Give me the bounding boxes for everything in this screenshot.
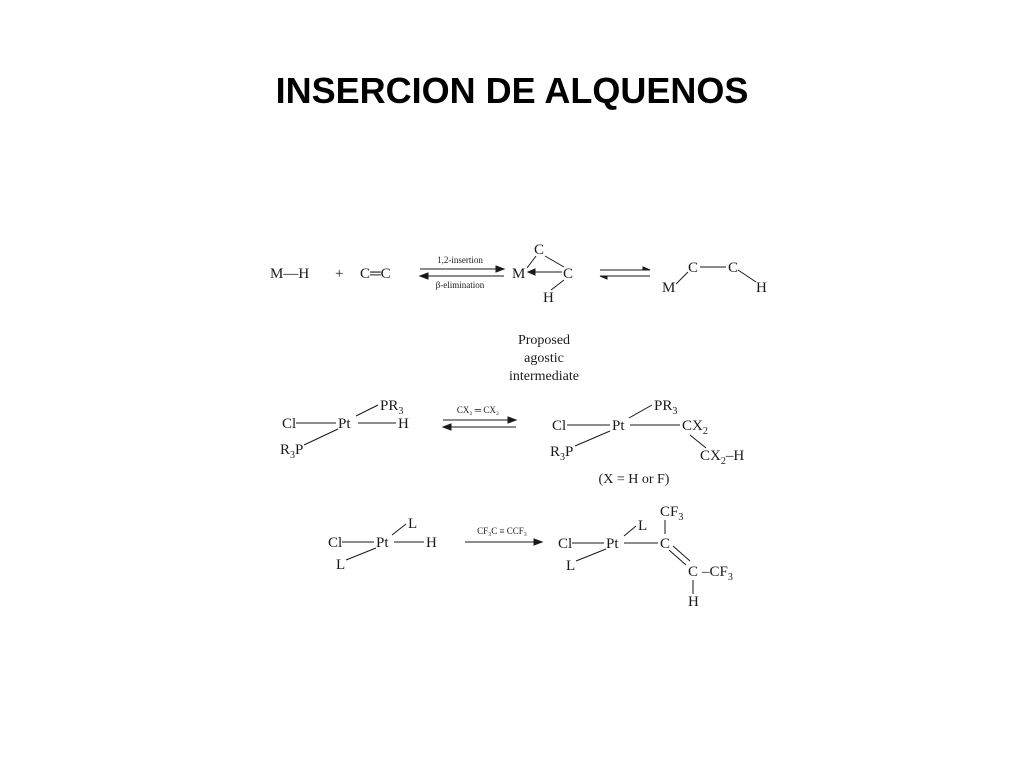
r2-cl: Cl	[282, 416, 296, 432]
r3-pt: Pt	[376, 535, 389, 551]
r3-reagent: CF₃C ≡ CCF₃	[477, 526, 527, 536]
r2-note: (X = H or F)	[599, 472, 670, 487]
r2-prod-pt: Pt	[612, 418, 625, 434]
r3-h: H	[426, 535, 437, 551]
r2-r3p: R3P	[280, 442, 303, 461]
r3-cl: Cl	[328, 535, 342, 551]
r3-prod-pt: Pt	[606, 536, 619, 552]
r1-prod-c2: C	[728, 260, 738, 276]
r3-product: CF3 L Cl Pt C L C –CF3 H	[558, 504, 733, 610]
r2-prod-r3p: R3P	[550, 444, 573, 463]
r3-prod-c2: C	[688, 564, 698, 580]
r2-prod-cx2h: CX2–H	[700, 448, 744, 467]
r3-prod-l-bottom: L	[566, 558, 575, 574]
r2-prod-cl: Cl	[552, 418, 566, 434]
r2-reactant: PR3 Cl Pt H R3P	[280, 398, 409, 461]
r3-l-top: L	[408, 516, 417, 532]
r3-l-bottom: L	[336, 557, 345, 573]
r1-alkyl-product: M C C H	[662, 260, 767, 296]
r1-int-h: H	[543, 290, 554, 306]
r1-caption-line-3: intermediate	[509, 369, 579, 384]
reaction-1: M—H + C═C 1,2-insertion β-elimination C …	[270, 242, 767, 384]
r1-reactant-mh: M—H	[270, 266, 309, 282]
reaction-scheme: M—H + C═C 1,2-insertion β-elimination C …	[260, 232, 780, 622]
r1-agostic-intermediate: C M C H	[512, 242, 573, 306]
r2-prod-pr3: PR3	[654, 398, 677, 417]
r2-h: H	[398, 416, 409, 432]
reaction-2: PR3 Cl Pt H R3P CX₂ ═ CX₂ PR3 Cl Pt CX	[280, 398, 744, 487]
slide-title: INSERCION DE ALQUENOS	[275, 70, 749, 111]
r3-reactant: L Cl Pt H L	[328, 516, 437, 573]
r1-plus: +	[335, 266, 343, 282]
r2-product: PR3 Cl Pt CX2 R3P CX2–H (X = H or F)	[550, 398, 744, 487]
r3-arrow	[465, 538, 544, 546]
r3-prod-cf3-right: –CF3	[701, 564, 733, 583]
r2-prod-cx2: CX2	[682, 418, 708, 437]
reaction-3: L Cl Pt H L CF₃C ≡ CCF₃ CF3 L Cl Pt C L	[328, 504, 733, 610]
r1-prod-metal: M	[662, 280, 675, 296]
r2-equilibrium-arrow	[441, 416, 518, 431]
r3-prod-l-top: L	[638, 518, 647, 534]
r2-pr3: PR3	[380, 398, 403, 417]
r1-caption-line-2: agostic	[524, 351, 564, 366]
r1-int-c-top: C	[534, 242, 544, 258]
r1-caption-line-1: Proposed	[518, 333, 570, 348]
r1-forward-label: 1,2-insertion	[437, 255, 483, 265]
r3-prod-h: H	[688, 594, 699, 610]
r1-equilibrium-arrow-2	[599, 266, 651, 280]
r3-prod-cf3-top: CF3	[660, 504, 683, 523]
r1-prod-h: H	[756, 280, 767, 296]
r1-int-metal: M	[512, 266, 525, 282]
r1-reactant-alkene: C═C	[360, 266, 391, 282]
r1-equilibrium-arrow	[418, 265, 506, 280]
r3-prod-c1: C	[660, 536, 670, 552]
r1-reverse-label: β-elimination	[436, 280, 485, 290]
reaction-scheme-drawing: M—H + C═C 1,2-insertion β-elimination C …	[270, 242, 767, 610]
r2-reagent: CX₂ ═ CX₂	[457, 405, 499, 415]
r2-pt: Pt	[338, 416, 351, 432]
r1-prod-c1: C	[688, 260, 698, 276]
r1-int-c-right: C	[563, 266, 573, 282]
r3-prod-cl: Cl	[558, 536, 572, 552]
